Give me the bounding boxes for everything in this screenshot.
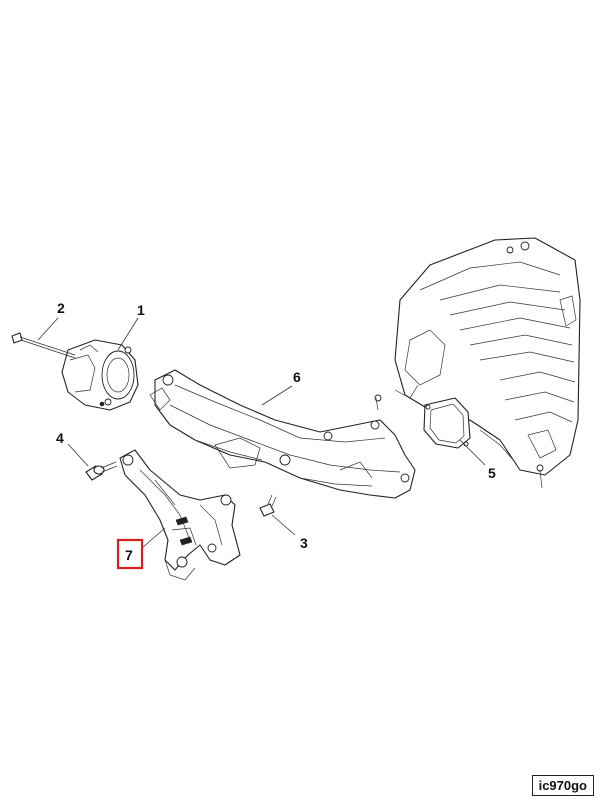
callout-2: 2 [57, 300, 65, 316]
callout-3: 3 [300, 535, 308, 551]
throttle-body [61, 339, 139, 411]
bolt-flange [85, 461, 118, 481]
inlet-duct [149, 369, 416, 499]
intake-manifold [374, 237, 581, 489]
leader-lines [37, 317, 486, 549]
callout-5: 5 [488, 465, 496, 481]
callout-6: 6 [293, 369, 301, 385]
bracket [119, 449, 241, 581]
callout-1: 1 [137, 302, 145, 318]
reference-code: ic970go [531, 775, 594, 796]
callout-7-highlight-box [116, 538, 144, 570]
bolt-short [259, 494, 277, 517]
callout-4: 4 [56, 430, 64, 446]
callout-7: 7 [125, 547, 133, 563]
bolt-long [11, 332, 76, 359]
